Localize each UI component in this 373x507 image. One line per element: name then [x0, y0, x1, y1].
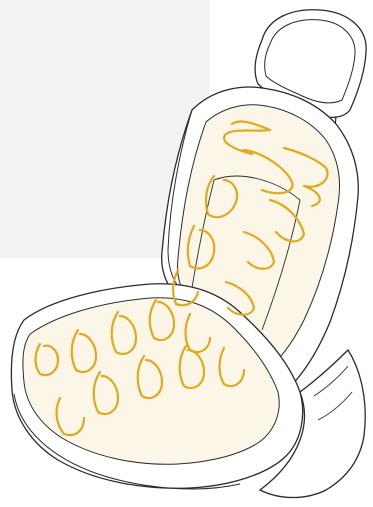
illustration-stage: at nt [0, 0, 373, 507]
heated-seat-illustration [0, 0, 373, 507]
